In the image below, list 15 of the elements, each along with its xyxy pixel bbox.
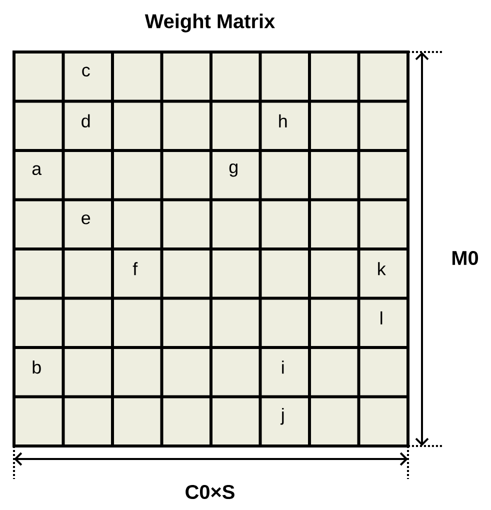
cell-label: f bbox=[132, 262, 138, 276]
cell-label: d bbox=[82, 114, 90, 128]
cell-label: h bbox=[279, 114, 287, 128]
cell-label: k bbox=[378, 262, 386, 276]
cell-label: a bbox=[32, 165, 42, 176]
dimension-label: C0×S bbox=[186, 484, 234, 500]
cell-label: b bbox=[32, 360, 41, 374]
title: Weight Matrix bbox=[144, 14, 275, 32]
cell-label: j bbox=[280, 408, 284, 425]
cell-label: g bbox=[229, 163, 238, 177]
cell-label: l bbox=[380, 311, 382, 324]
cell-label: c bbox=[82, 66, 90, 77]
cell-label: e bbox=[82, 214, 90, 224]
dimension-label: M0 bbox=[452, 250, 478, 266]
cell-label: i bbox=[282, 360, 284, 374]
